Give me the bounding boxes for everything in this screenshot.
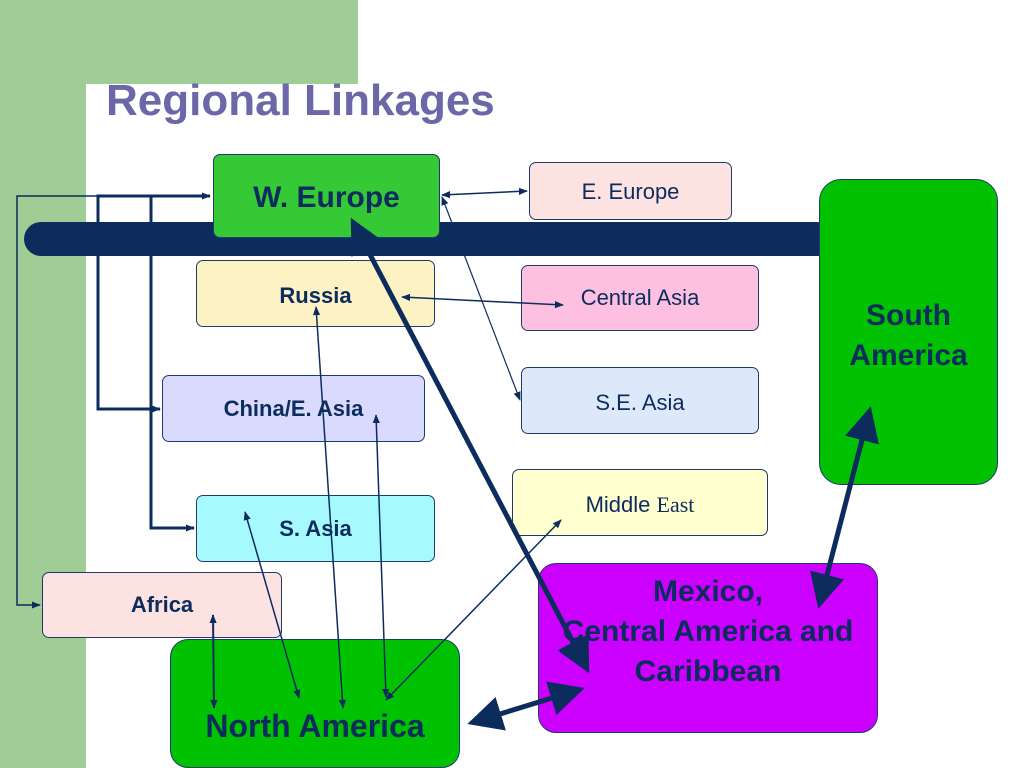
south-america-label-2: America (849, 339, 968, 372)
link-china-namerica (372, 414, 390, 698)
russia-label: Russia (279, 283, 352, 308)
mexico-label-1: Mexico, (652, 575, 764, 608)
link-weurope-china (96, 194, 210, 413)
africa-label: Africa (130, 592, 194, 617)
link-namerica-mexico (467, 681, 585, 731)
link-weurope-sasia (149, 196, 195, 532)
middle-east-label-a: Middle (585, 492, 651, 517)
top-accent-bar (0, 0, 358, 84)
north-america-label: North America (205, 708, 425, 744)
link-weurope-seasia (441, 196, 521, 401)
link-russia-namerica (312, 306, 347, 709)
south-america-label-1: South (866, 299, 951, 332)
link-sasia-namerica (243, 511, 301, 699)
link-africa-namerica (209, 614, 218, 709)
link-middleeast-namerica (385, 519, 562, 701)
e-europe-label: E. Europe (581, 179, 680, 204)
w-europe-label: W. Europe (253, 181, 400, 214)
box-e-europe: E. Europe (529, 162, 732, 220)
central-asia-label: Central Asia (580, 285, 700, 310)
link-weurope-eeurope (441, 187, 528, 199)
mexico-label-3: Caribbean (634, 655, 782, 688)
mexico-label-2: Central America and (562, 615, 854, 648)
slide-title: Regional Linkages (106, 76, 495, 125)
link-mexico-samerica (810, 406, 879, 609)
box-africa: Africa (42, 572, 282, 638)
link-weurope-mexico (350, 217, 590, 674)
middle-east-label-b: East (656, 492, 695, 517)
se-asia-label: S.E. Asia (595, 390, 685, 415)
